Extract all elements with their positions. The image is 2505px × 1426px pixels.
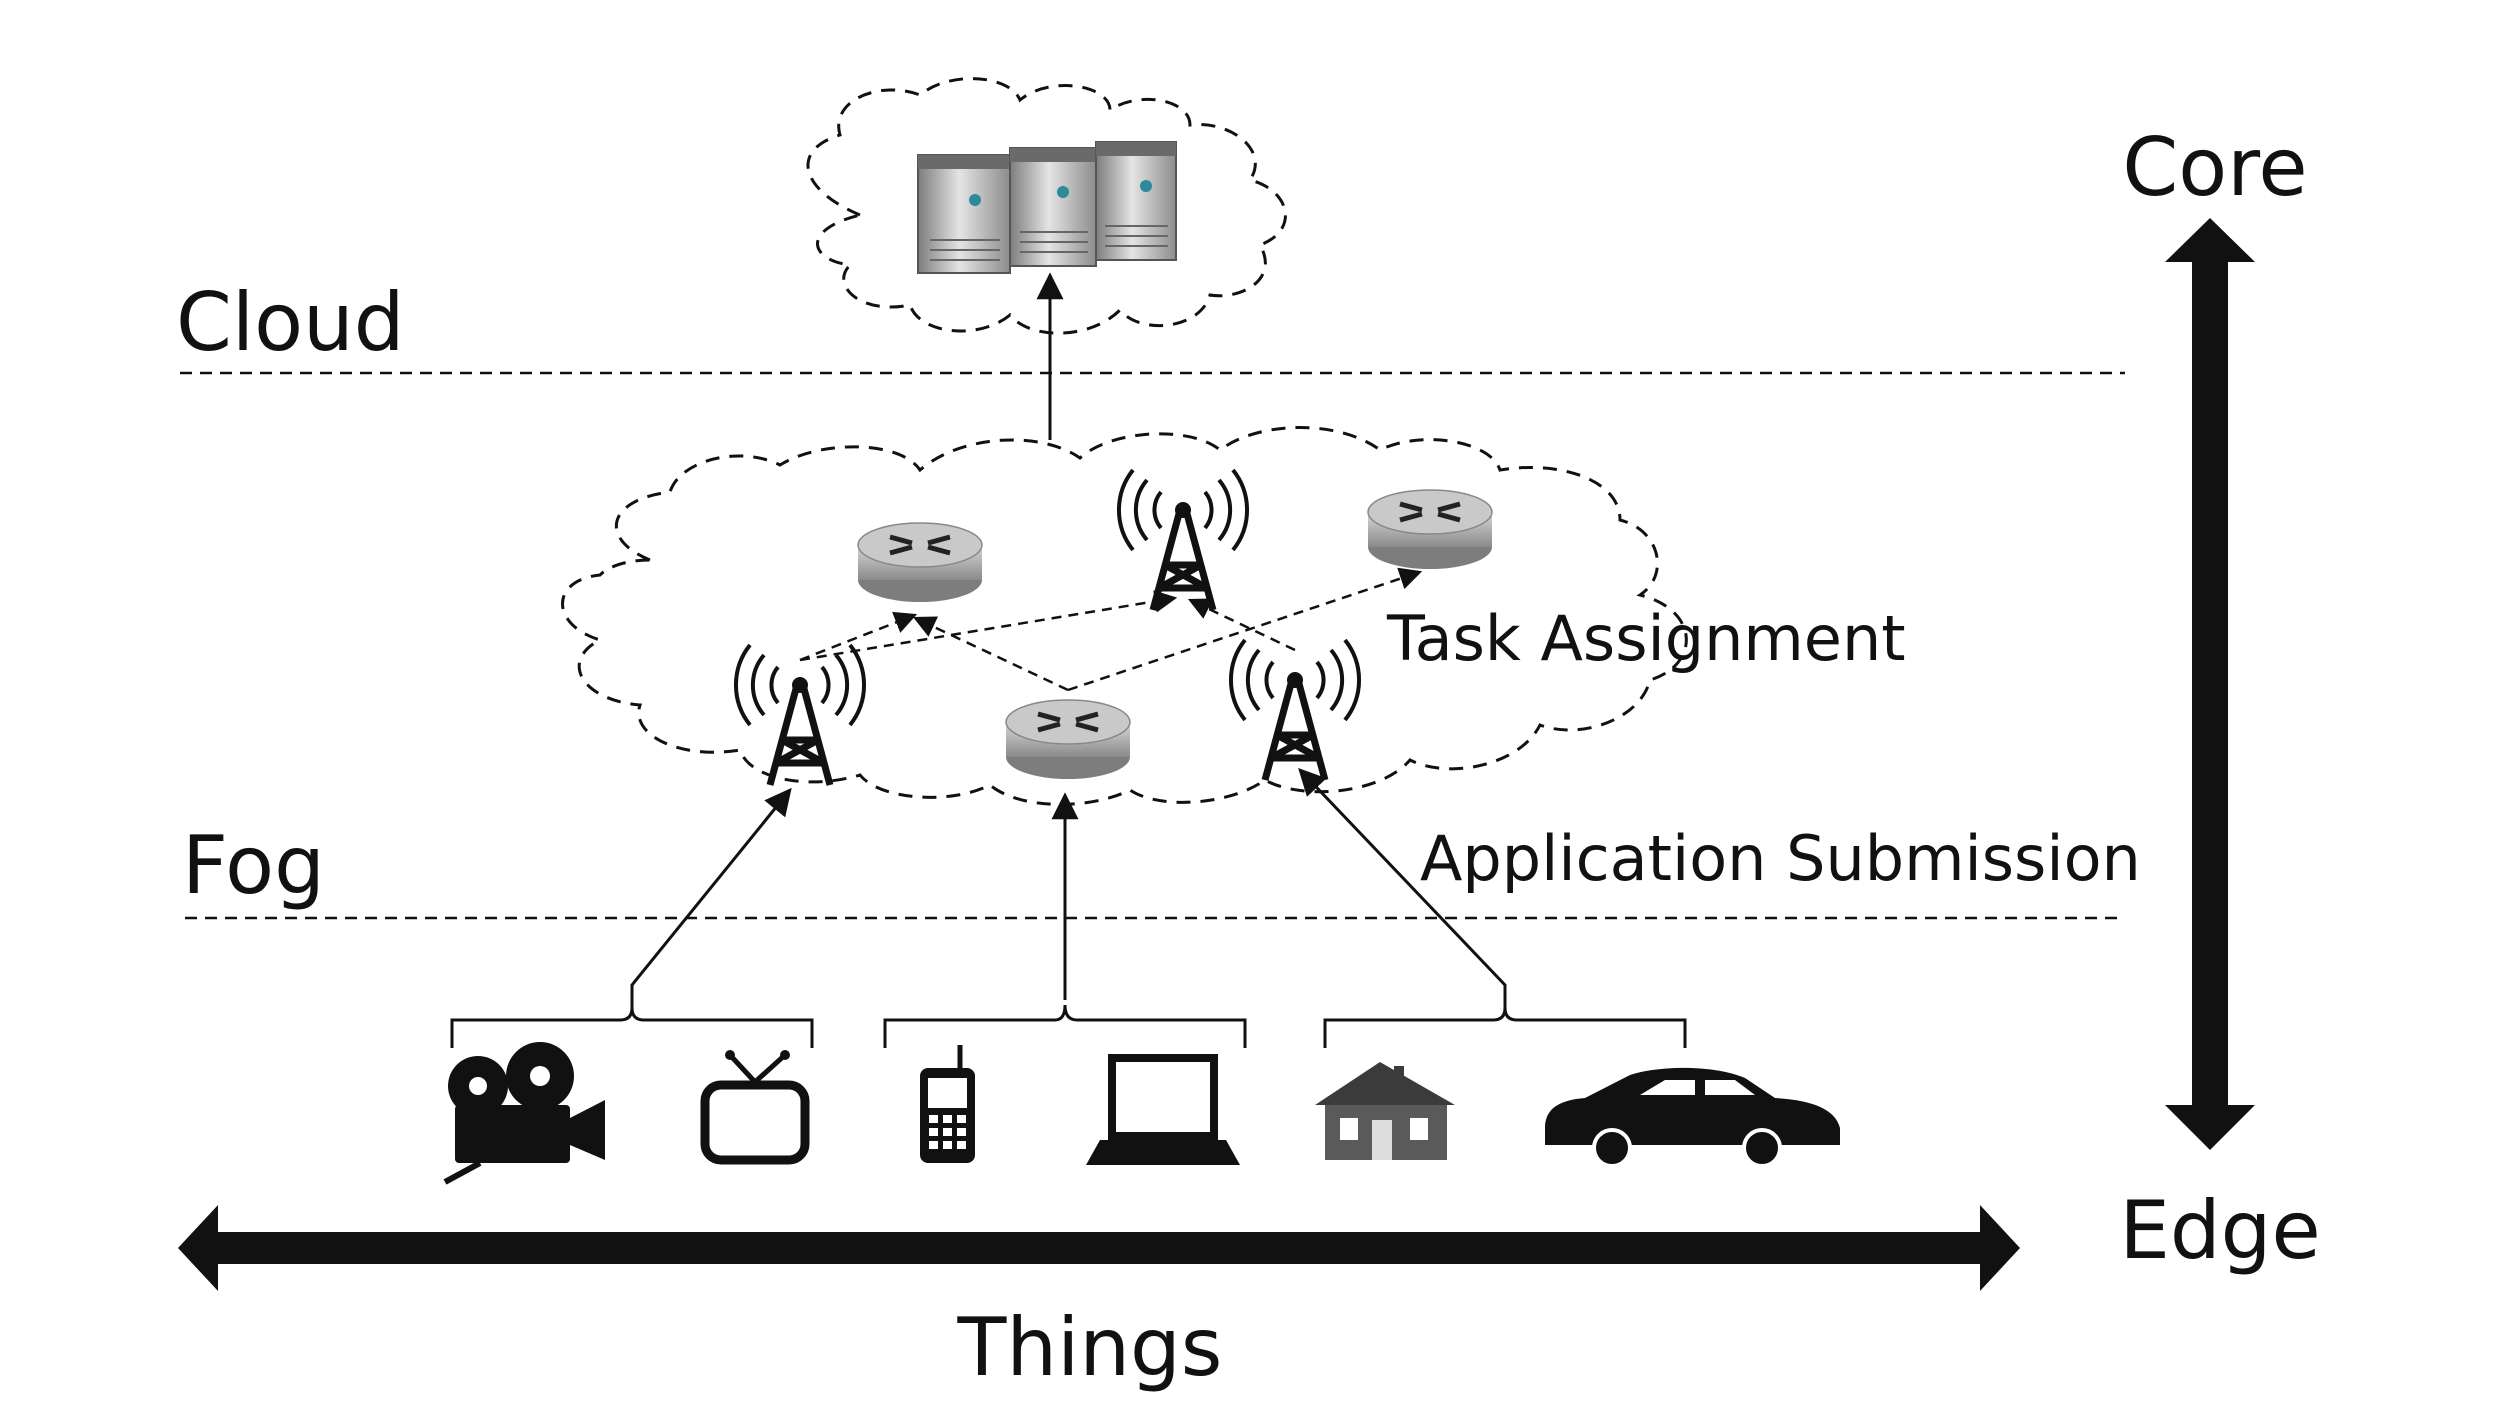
cell-tower-icon — [1117, 468, 1249, 611]
fog-layer: Task Assignment Application Submission F… — [182, 426, 2141, 920]
cell-tower-icon — [1229, 638, 1361, 781]
fog-layer-label: Fog — [182, 819, 325, 912]
things-axis: Things — [178, 1205, 2020, 1394]
fog-cloud-outline — [561, 426, 1688, 806]
things-axis-label: Things — [957, 1301, 1223, 1394]
device-group-braces — [450, 1004, 1687, 1048]
task-assignment-arrows — [799, 567, 1423, 692]
house-icon — [1315, 1062, 1455, 1160]
cell-tower-icon — [734, 643, 866, 786]
things-layer — [443, 1042, 1840, 1185]
application-submission-arrows — [630, 768, 1507, 1010]
mobile-phone-icon — [920, 1045, 975, 1163]
router-icon — [1367, 489, 1493, 569]
core-axis-label: Core — [2122, 121, 2307, 214]
television-icon — [700, 1050, 810, 1165]
router-icon — [1005, 699, 1131, 779]
laptop-icon — [1086, 1054, 1240, 1165]
application-submission-label: Application Submission — [1420, 822, 2141, 895]
cloud-outline — [806, 77, 1287, 335]
cloud-layer: Cloud — [176, 77, 2125, 375]
car-icon — [1545, 1067, 1840, 1168]
task-assignment-label: Task Assignment — [1386, 602, 1906, 675]
vertical-double-arrow — [2165, 218, 2255, 1150]
core-edge-axis: Core Edge — [2119, 121, 2320, 1277]
horizontal-double-arrow — [178, 1205, 2020, 1291]
server-rack-icon — [917, 141, 1177, 274]
cloud-layer-label: Cloud — [176, 276, 405, 369]
edge-axis-label: Edge — [2119, 1184, 2320, 1277]
router-icon — [857, 522, 983, 602]
video-camera-icon — [443, 1042, 605, 1185]
